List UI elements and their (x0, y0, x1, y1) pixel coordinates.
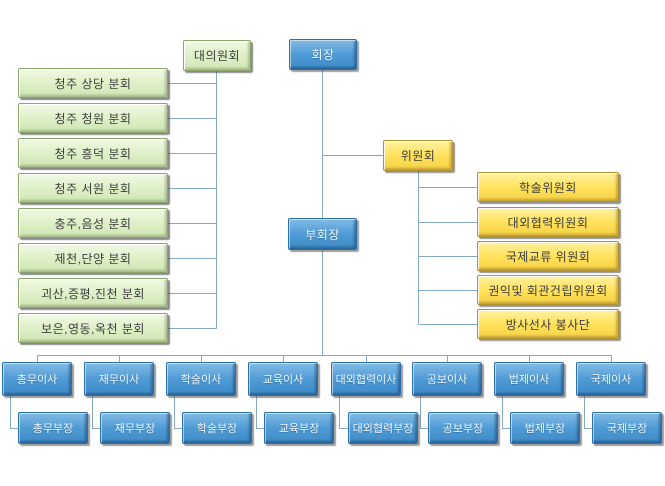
branch-node: 청주 서원 분회 (18, 173, 168, 203)
delegates-council-node: 대의원회 (183, 40, 251, 71)
committee-head-node: 위원회 (383, 140, 453, 171)
manager-node: 교육부장 (264, 412, 334, 444)
committee-node: 학술위원회 (477, 172, 619, 202)
branch-node: 제천,단양 분회 (18, 243, 168, 273)
director-node: 대외협력이사 (331, 362, 401, 396)
committee-node: 대외협력위원회 (477, 207, 619, 237)
committee-node: 권익및 회관건립위원회 (477, 275, 619, 305)
director-node: 법제이사 (494, 362, 564, 396)
director-node: 학술이사 (166, 362, 236, 396)
manager-node: 법제부장 (510, 412, 580, 444)
branch-node: 청주 상당 분회 (18, 68, 168, 98)
director-node: 총무이사 (2, 362, 72, 396)
manager-node: 공보부장 (428, 412, 498, 444)
vice-chairman-node: 부회장 (288, 218, 357, 250)
director-node: 재무이사 (84, 362, 154, 396)
manager-node: 국제부장 (592, 412, 662, 444)
manager-node: 대외협력부장 (348, 412, 418, 444)
committee-node: 방사선사 봉사단 (477, 309, 619, 339)
branch-node: 보은,영동,옥천 분회 (18, 313, 168, 343)
branch-node: 청주 청원 분회 (18, 103, 168, 133)
director-node: 공보이사 (412, 362, 482, 396)
director-node: 교육이사 (248, 362, 318, 396)
chairman-node: 회장 (289, 39, 357, 70)
branch-node: 괴산,증평,진천 분회 (18, 278, 168, 308)
manager-node: 총무부장 (18, 412, 88, 444)
director-node: 국제이사 (576, 362, 646, 396)
branch-node: 청주 흥덕 분회 (18, 138, 168, 168)
manager-node: 재무부장 (100, 412, 170, 444)
manager-node: 학술부장 (182, 412, 252, 444)
committee-node: 국제교류 위원회 (477, 241, 619, 271)
branch-node: 충주,음성 분회 (18, 208, 168, 238)
